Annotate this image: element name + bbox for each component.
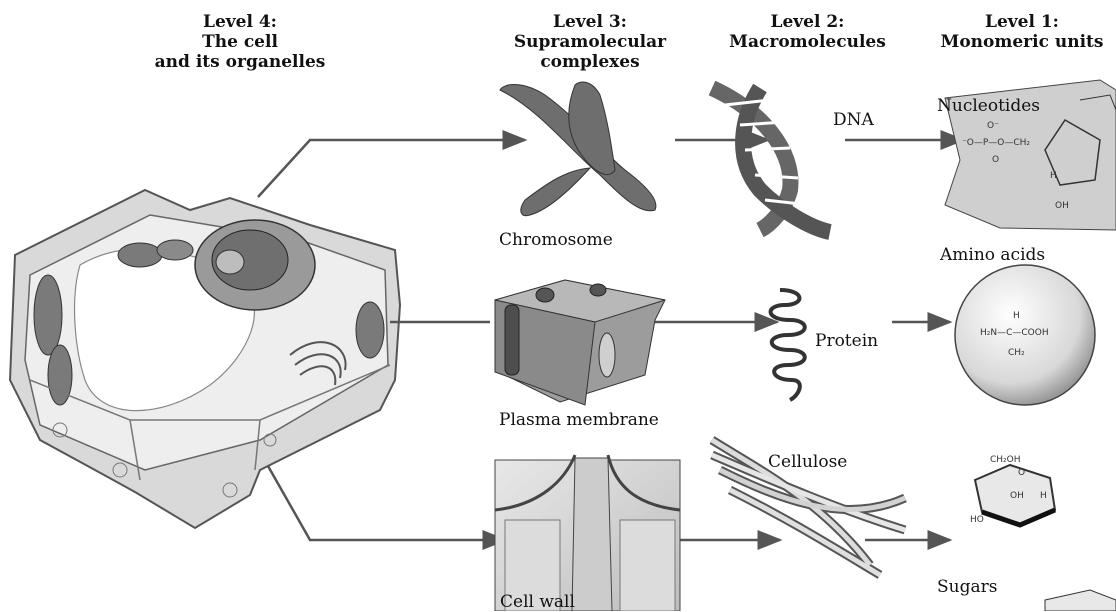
plant-cell-illustration	[10, 190, 400, 528]
header-level-4-line-3: and its organelles	[135, 52, 345, 72]
header-level-4-line-2: The cell	[135, 32, 345, 52]
header-level-1-line-1: Level 1:	[928, 12, 1116, 32]
header-level-4: Level 4: The cell and its organelles	[135, 12, 345, 72]
label-dna: DNA	[833, 110, 874, 130]
arrow-cell-to-chromosome	[258, 140, 525, 197]
header-level-1: Level 1: Monomeric units	[928, 12, 1116, 52]
chromosome-illustration	[500, 82, 656, 216]
amino-h: H	[1013, 311, 1020, 321]
sugar-o: O	[1018, 468, 1025, 478]
sugar-oh-1: OH	[1010, 491, 1024, 501]
sugar-ho: HO	[970, 515, 984, 525]
label-cellulose: Cellulose	[768, 452, 847, 472]
label-amino-acids: Amino acids	[940, 245, 1045, 265]
sugar-h: H	[1040, 491, 1047, 501]
protein-illustration	[771, 290, 805, 400]
nuc-chain: ⁻O—P—O—CH₂	[962, 138, 1030, 148]
header-level-4-line-1: Level 4:	[135, 12, 345, 32]
nuc-oh: OH	[1055, 201, 1069, 211]
arrow-cell-to-cellwall	[268, 466, 505, 540]
header-level-3-line-3: complexes	[490, 52, 690, 72]
label-cell-wall: Cell wall	[500, 592, 575, 612]
header-level-1-line-2: Monomeric units	[928, 32, 1116, 52]
plasma-membrane-illustration	[495, 280, 665, 405]
sugar-ch2oh: CH₂OH	[990, 455, 1021, 465]
amino-formula: H₂N—C—COOH	[980, 328, 1049, 338]
header-level-3-line-2: Supramolecular	[490, 32, 690, 52]
nuc-o-minus: O⁻	[987, 121, 999, 131]
nuc-h: H	[1050, 171, 1057, 181]
header-level-3: Level 3: Supramolecular complexes	[490, 12, 690, 72]
header-level-3-line-1: Level 3:	[490, 12, 690, 32]
header-level-2: Level 2: Macromolecules	[715, 12, 900, 52]
label-nucleotides: Nucleotides	[937, 96, 1040, 116]
dna-illustration	[712, 88, 830, 232]
cell-wall-illustration	[495, 455, 680, 611]
label-sugars: Sugars	[937, 577, 997, 597]
amino-acid-illustration: H H₂N—C—COOH CH₂	[955, 265, 1095, 405]
label-protein: Protein	[815, 331, 878, 351]
label-plasma-membrane: Plasma membrane	[499, 410, 659, 430]
amino-ch2: CH₂	[1008, 348, 1025, 358]
header-level-2-line-1: Level 2:	[715, 12, 900, 32]
nuc-o: O	[992, 155, 999, 165]
header-level-2-line-2: Macromolecules	[715, 32, 900, 52]
label-chromosome: Chromosome	[499, 230, 613, 250]
